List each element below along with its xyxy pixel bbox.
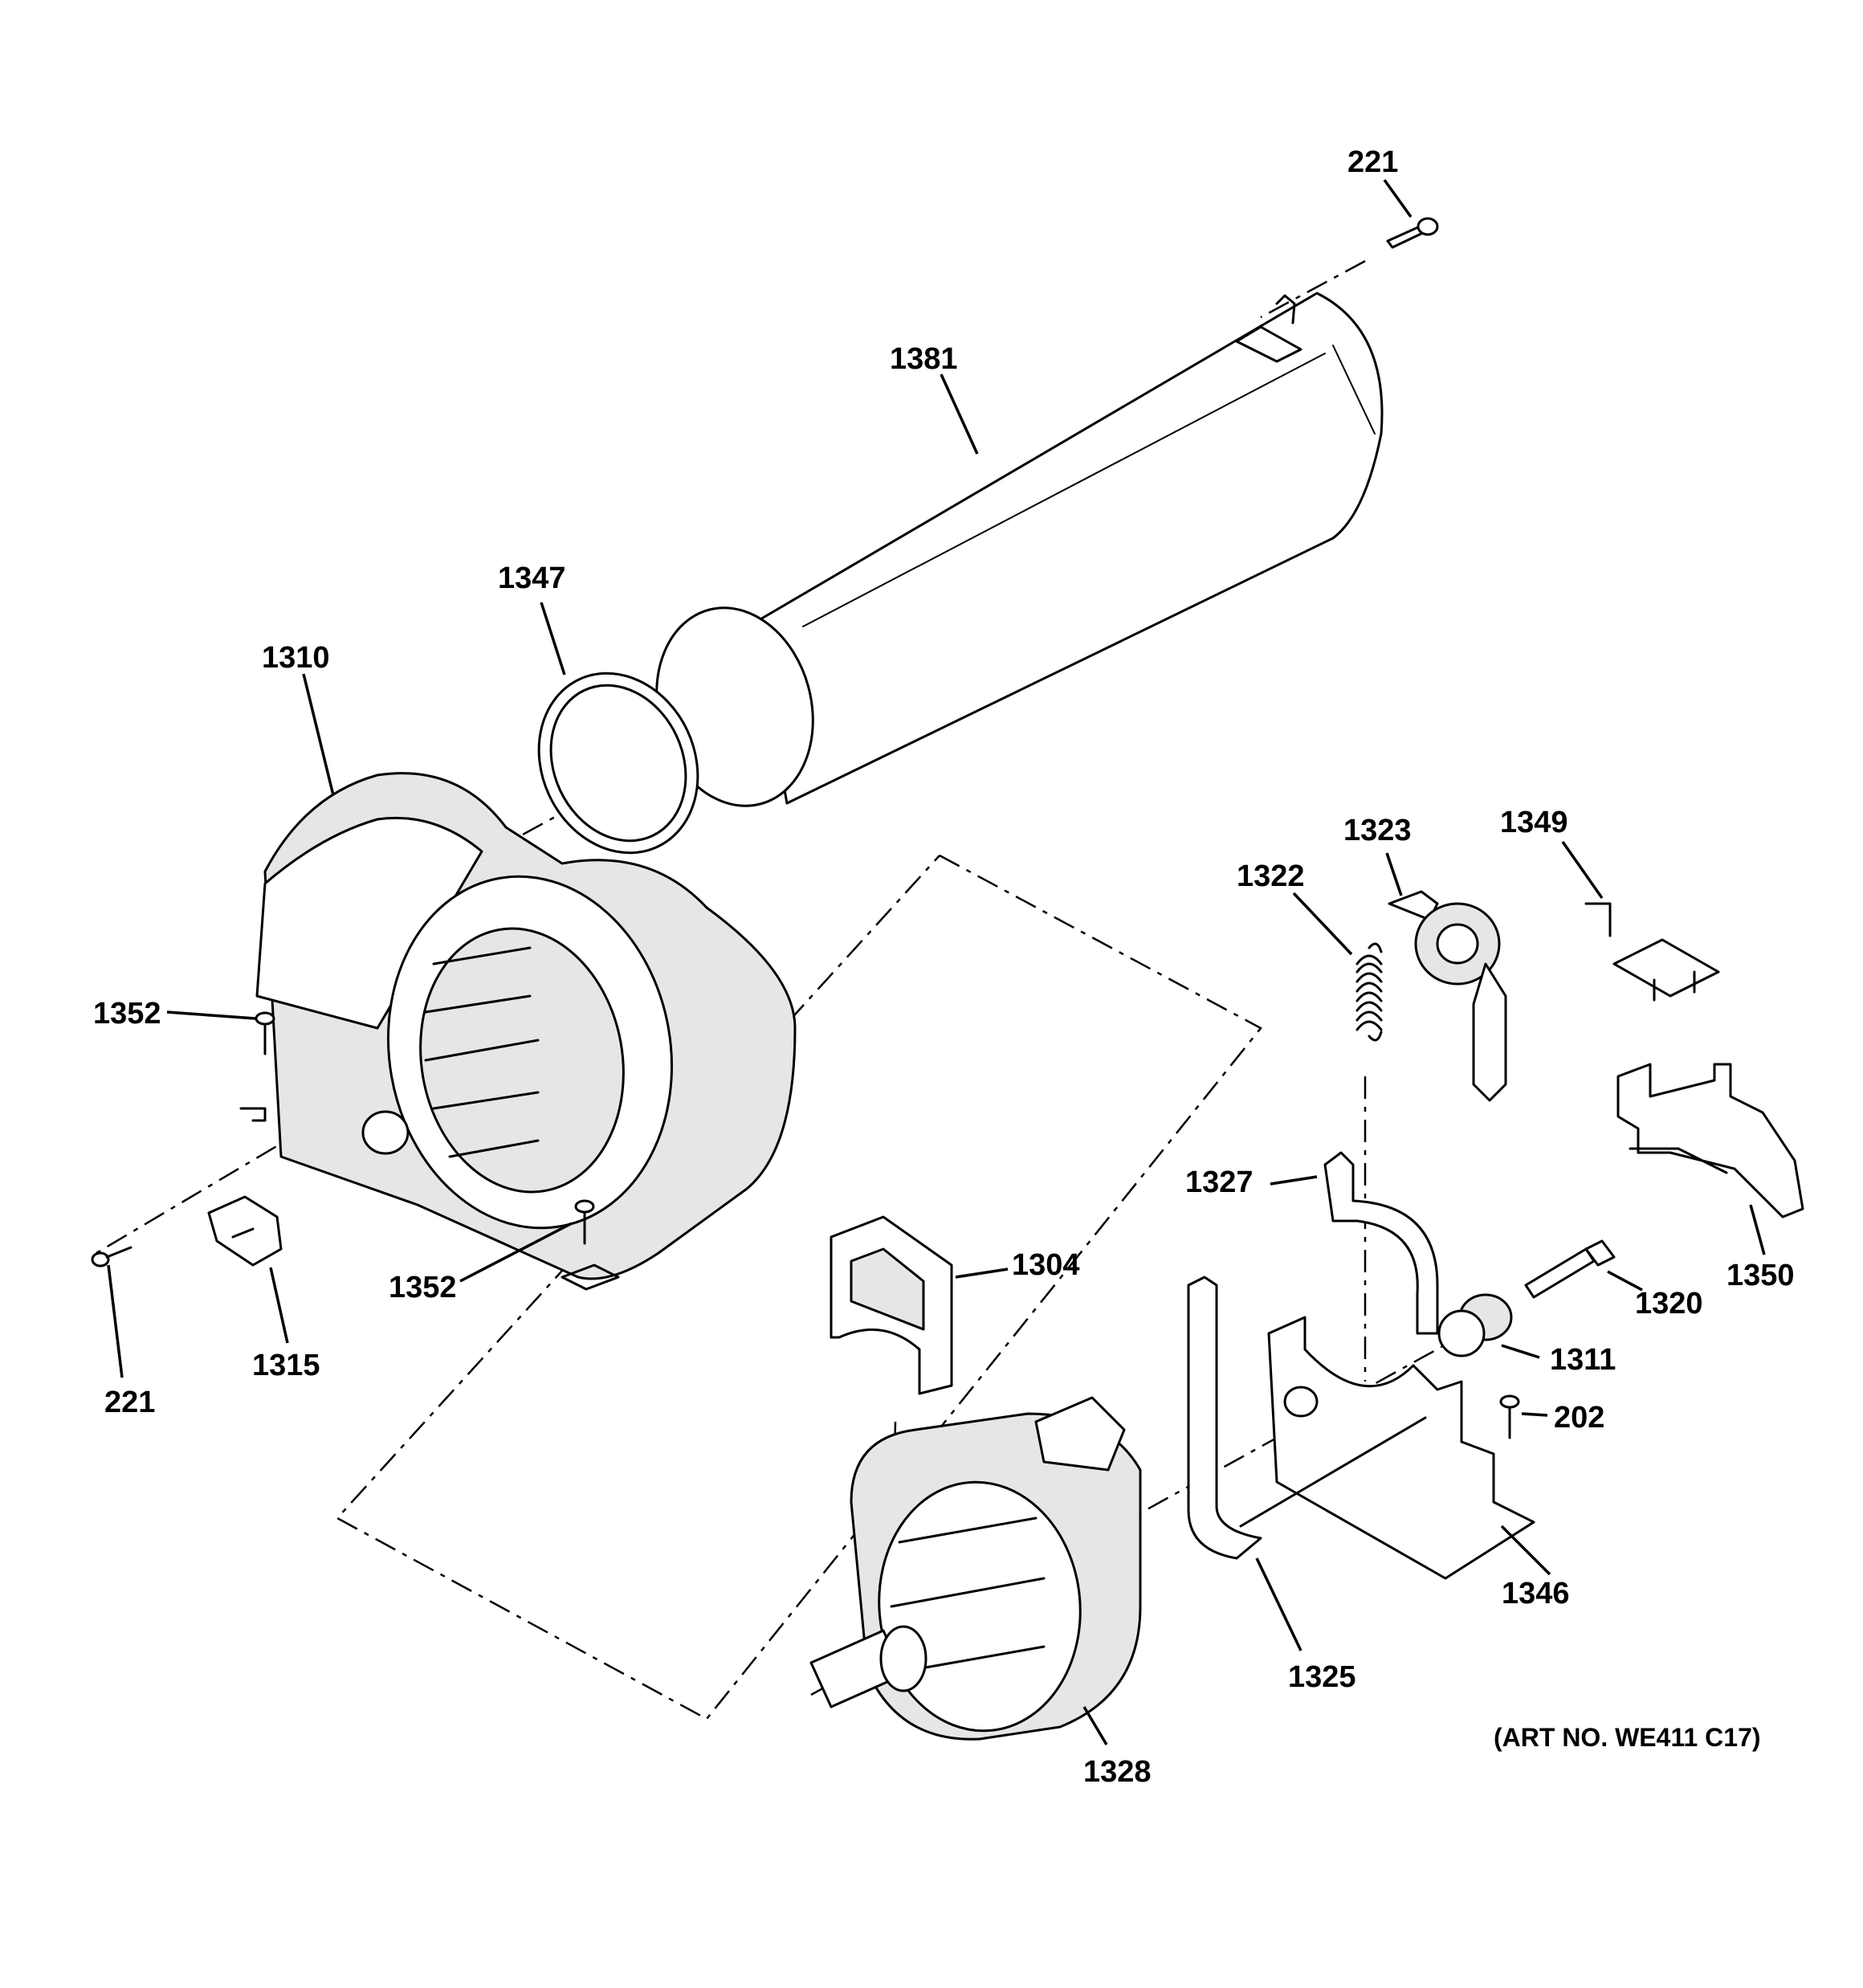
blower-vanes xyxy=(424,946,540,1158)
roller-1311 xyxy=(1437,1293,1513,1357)
label-1346: 1346 xyxy=(1502,1577,1570,1610)
seal-ring-1347 xyxy=(537,672,699,855)
switch-1349 xyxy=(1584,902,1720,1002)
art-number: (ART NO. WE411 C17) xyxy=(1494,1723,1761,1752)
belt-1325 xyxy=(1187,1276,1427,1560)
fitting-1315 xyxy=(207,1195,283,1267)
label-1304: 1304 xyxy=(1012,1248,1080,1282)
spring-1322 xyxy=(1355,942,1383,1042)
label-1381: 1381 xyxy=(890,342,958,376)
label-1325: 1325 xyxy=(1288,1660,1356,1694)
label-202: 202 xyxy=(1554,1401,1604,1435)
screw-221-bottom xyxy=(91,1246,132,1268)
screw-1352-bottom xyxy=(574,1199,595,1245)
label-1323: 1323 xyxy=(1343,814,1412,847)
label-1311: 1311 xyxy=(1550,1343,1616,1377)
label-1327: 1327 xyxy=(1185,1165,1254,1199)
label-221-top: 221 xyxy=(1347,145,1398,179)
screw-1352-left xyxy=(255,1011,275,1055)
label-1310: 1310 xyxy=(262,641,330,675)
part-labels: 221 1381 1347 1310 1323 1349 1322 1352 1… xyxy=(93,145,1795,1789)
drum-1381 xyxy=(655,292,1384,807)
screw-221-top xyxy=(1386,217,1439,249)
motor-1328 xyxy=(809,1396,1142,1741)
belt-strap-1327 xyxy=(1323,1151,1439,1335)
label-1350: 1350 xyxy=(1726,1259,1795,1292)
motor-bracket-1346 xyxy=(1267,1316,1535,1580)
bolt-1320 xyxy=(1524,1239,1616,1299)
label-1347: 1347 xyxy=(498,561,566,595)
label-1352-bottom: 1352 xyxy=(389,1271,457,1304)
blower-housing-1310 xyxy=(239,772,797,1291)
label-1349: 1349 xyxy=(1500,806,1568,839)
leader-lines xyxy=(107,178,1766,1745)
label-221-bottom: 221 xyxy=(104,1386,155,1419)
screw-202 xyxy=(1499,1394,1520,1439)
switch-bracket-1350 xyxy=(1616,1063,1804,1219)
label-1320: 1320 xyxy=(1635,1287,1703,1321)
label-1328: 1328 xyxy=(1083,1755,1152,1789)
duct-collar-1304 xyxy=(830,1215,953,1395)
label-1315: 1315 xyxy=(252,1349,320,1382)
idler-pulley-1323 xyxy=(1388,890,1507,1102)
label-1352-left: 1352 xyxy=(93,997,161,1031)
label-1322: 1322 xyxy=(1237,859,1305,893)
